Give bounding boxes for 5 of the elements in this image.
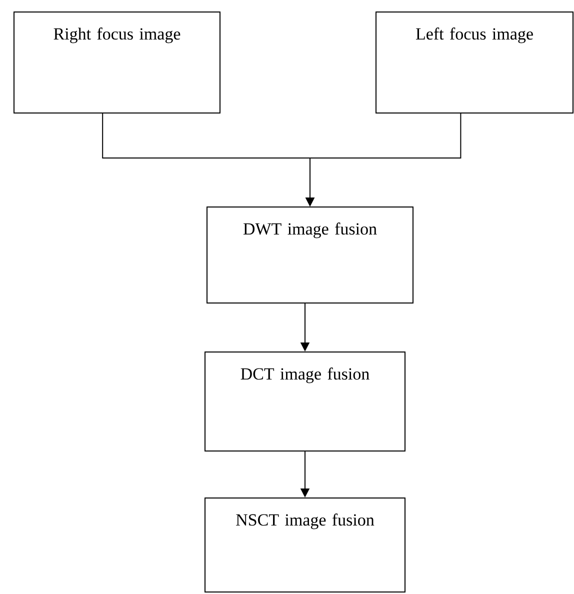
process-box: DWT image fusion xyxy=(206,206,414,304)
process-box: DCT image fusion xyxy=(204,352,406,452)
process-box: Left focus image xyxy=(376,12,574,114)
process-box: NSCT image fusion xyxy=(204,498,406,592)
process-box: Right focus image xyxy=(14,12,220,114)
